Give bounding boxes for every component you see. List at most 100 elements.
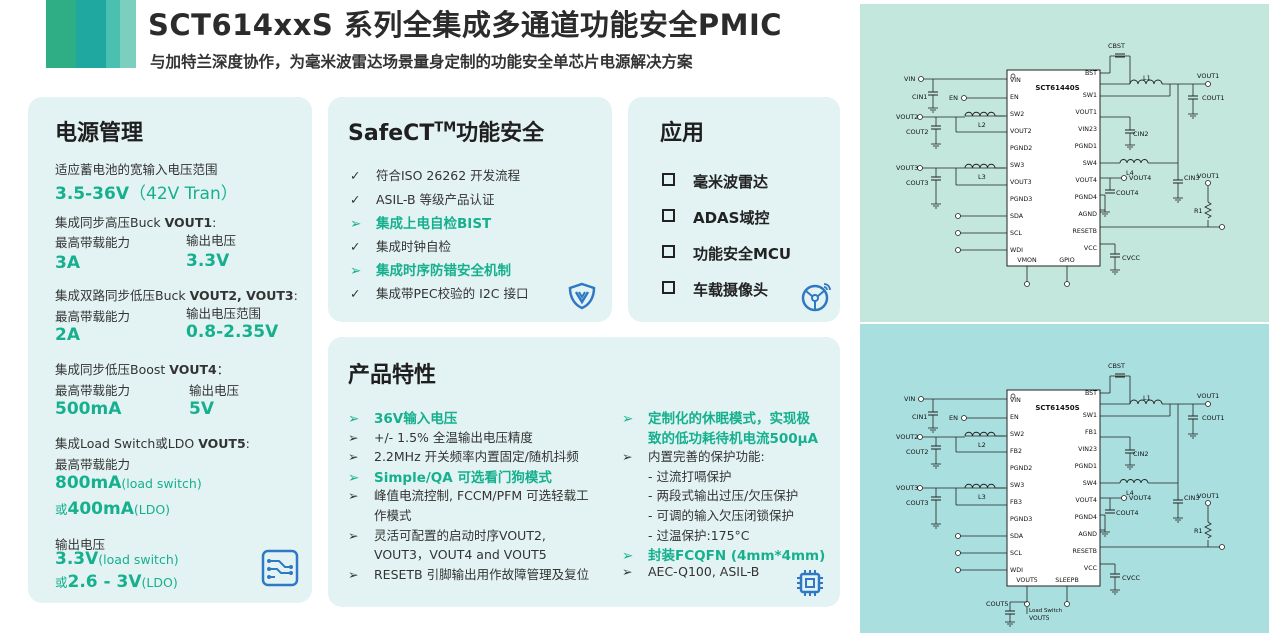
ic-pin-label: SLEEPB (1055, 577, 1079, 584)
schematic-label: COUT2 (906, 128, 929, 136)
inductor-symbol (1129, 79, 1163, 85)
functional-safety-card: SafeCTTM功能安全 ✓符合ISO 26262 开发流程 ✓ ASIL-B 等级… (328, 97, 612, 322)
list-item-text: +/- 1.5% 全温输出电压精度 (374, 429, 533, 445)
list-item: - 两段式输出过压/欠压保护 (622, 485, 798, 504)
pin1-marker (1010, 393, 1016, 399)
inductor-symbol (964, 483, 996, 489)
logo-bar-1 (46, 0, 76, 68)
checkbox-square-icon (662, 245, 675, 258)
ls-or-2: 或 (55, 575, 68, 590)
list-item-text: ASIL-B 等级产品认证 (376, 191, 495, 207)
boost-vout-value: 5V (189, 399, 214, 419)
list-item-text: RESETB 引脚输出用作故障管理及复位 (374, 566, 590, 582)
schematic-label: L1 (1143, 74, 1151, 82)
list-item-text: VOUT3，VOUT4 and VOUT5 (374, 547, 547, 563)
input-range-transient: （42V Tran） (129, 184, 238, 204)
ic-pin-label: VIN (1010, 397, 1021, 404)
ic-pin-label: EN (1010, 414, 1019, 421)
boost-load-value: 500mA (55, 399, 122, 419)
list-item-marker: ➢ (348, 469, 360, 486)
list-item-text: 2.2MHz 开关频率内置固定/随机抖频 (374, 449, 579, 465)
schematic-sct61450s: SCT61450SVINENSW2FB2PGND2SW3FB3PGND3SDAS… (860, 324, 1269, 633)
steering-wheel-icon (801, 283, 831, 312)
loadswitch-load-2: 或400mA(LDO) (55, 499, 170, 519)
boost-heading: 集成同步低压Boost VOUT4： (55, 359, 229, 378)
schematic-label: CIN2 (1133, 130, 1148, 138)
page-title: SCT614xxS 系列全集成多通道功能安全PMIC (148, 8, 783, 42)
terminal-symbol (1024, 281, 1030, 287)
terminal-symbol (1205, 401, 1211, 407)
ic-pin-label: VOUT4 (1075, 177, 1097, 184)
terminal-symbol (1121, 495, 1127, 501)
schematic-label: VOUT1 (1197, 492, 1219, 500)
loadswitch-load-1: 800mA(load switch) (55, 473, 202, 493)
list-item-marker: ➢ (348, 566, 359, 582)
safety-title: SafeCTTM功能安全 (348, 115, 544, 147)
schematic-label: L4 (1126, 169, 1134, 177)
ic-pin-label: VIN (1010, 77, 1021, 84)
terminal-symbol (1064, 601, 1070, 607)
buck23-prefix: 集成双路同步低压Buck (55, 288, 190, 303)
ic-pin-label: WDI (1010, 567, 1023, 574)
buck23-load-value: 2A (55, 325, 80, 345)
ic-pin-label: SW2 (1010, 431, 1024, 438)
list-item-text: - 两段式输出过压/欠压保护 (648, 488, 799, 504)
ic-pin-label: VMON (1017, 257, 1037, 264)
list-item: 致的低功耗待机电流500μA (622, 427, 818, 447)
terminal-symbol (955, 550, 961, 556)
list-item: ✓集成时钟自检 (350, 236, 451, 255)
list-item: 作模式 (348, 505, 412, 524)
schematic-label: VOUT5 (1029, 615, 1050, 622)
ls-vout2-value: 2.6 - 3V (67, 572, 142, 592)
list-item-marker: ✓ (350, 285, 361, 301)
list-item-marker: ➢ (348, 449, 359, 465)
checkbox-square-icon (662, 173, 675, 186)
loadswitch-vout-1: 3.3V(load switch) (55, 549, 179, 569)
application-label: 功能安全MCU (693, 245, 792, 263)
ls-vout2-note: (LDO) (141, 575, 178, 590)
buck23-load-label: 最高带载能力 (55, 309, 131, 324)
ic-pin-label: WDI (1010, 247, 1023, 254)
ic-pin-label: SW2 (1010, 111, 1024, 118)
buck1-load-value: 3A (55, 253, 80, 273)
page-subtitle: 与加特兰深度协作，为毫米波雷达场景量身定制的功能安全单芯片电源解决方案 (150, 53, 693, 71)
ic-pin-label: PGND3 (1010, 516, 1032, 523)
logo-bar-3 (106, 0, 120, 68)
buck1-vout-label: 输出电压 (186, 233, 237, 248)
list-item-marker: ➢ (348, 429, 359, 445)
ic-pin-label: AGND (1078, 531, 1097, 538)
schematic-label: VOUT1 (1197, 392, 1219, 400)
boost-load-label: 最高带载能力 (55, 383, 131, 398)
schematic-label: L3 (978, 173, 986, 181)
input-range-value: 3.5-36V (55, 184, 129, 204)
product-features-card: 产品特性 ➢36V输入电压➢+/- 1.5% 全温输出电压精度➢2.2MHz 开… (328, 337, 840, 607)
list-item: ✓符合ISO 26262 开发流程 (350, 165, 520, 184)
terminal-symbol (1205, 180, 1211, 186)
resistor-symbol (1204, 521, 1212, 539)
buck23-name: VOUT2, VOUT3 (189, 288, 294, 303)
list-item: ➢灵活可配置的启动时序VOUT2, (348, 525, 546, 544)
list-item: ➢ +/- 1.5% 全温输出电压精度 (348, 427, 533, 446)
ic-pin-label: VOUT2 (1010, 128, 1032, 135)
schematic-label: COUT1 (1202, 414, 1225, 422)
application-item: 车载摄像头 (662, 279, 768, 300)
list-item-marker: ➢ (350, 216, 362, 232)
list-item: ➢峰值电流控制, FCCM/PFM 可选轻载工 (348, 485, 589, 504)
inductor-symbol (1129, 399, 1163, 405)
ic-pin-label: SW3 (1010, 162, 1024, 169)
buck1-prefix: 集成同步高压Buck (55, 215, 165, 230)
list-item-marker: ➢ (622, 548, 634, 565)
terminal-symbol (1219, 224, 1225, 230)
application-label: 车载摄像头 (693, 281, 769, 299)
schematic-label: CBST (1108, 362, 1125, 370)
list-item: - 过流打嗝保护 (622, 466, 731, 485)
loadswitch-load-label: 最高带载能力 (55, 457, 131, 472)
list-item: ➢内置完善的保护功能: (622, 446, 765, 465)
ic-pin-label: VCC (1084, 245, 1098, 252)
buck23-vout-value: 0.8-2.35V (186, 322, 279, 342)
ls-load1-value: 800mA (55, 473, 122, 493)
list-item: ➢AEC-Q100, ASIL-B (622, 564, 759, 579)
resistor-symbol (1204, 201, 1212, 219)
terminal-symbol (918, 396, 924, 402)
